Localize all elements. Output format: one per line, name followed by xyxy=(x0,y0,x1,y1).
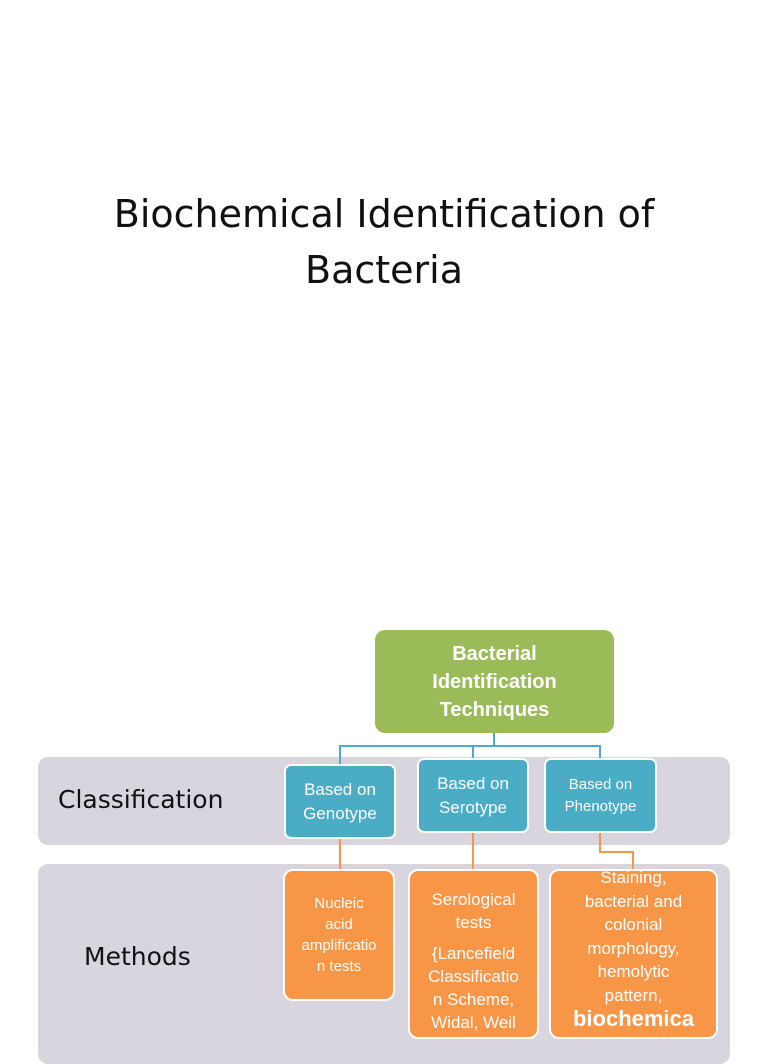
phenotype-method-line-6: pattern, xyxy=(604,985,663,1005)
connector-phenotype-method-a xyxy=(599,832,601,852)
root-node-line-1: Bacterial xyxy=(452,642,537,665)
connector-serotype xyxy=(472,745,474,759)
connector-root-stem xyxy=(493,733,495,746)
root-node-line-3: Techniques xyxy=(439,698,550,721)
phenotype-node-line-1: Based on xyxy=(568,775,633,793)
slide-title-line-2: Bacteria xyxy=(305,248,463,292)
node-based-on-genotype: Based on Genotype xyxy=(284,764,396,839)
classification-row-label: Classification xyxy=(58,785,224,814)
serotype-method-line-6: Widal, Weil xyxy=(431,1013,516,1032)
connector-phenotype xyxy=(599,745,601,759)
phenotype-method-line-2: bacterial and xyxy=(584,891,683,911)
phenotype-method-line-5: hemolytic xyxy=(597,962,670,981)
genotype-method-line-1: Nucleic xyxy=(314,895,364,912)
genotype-node-line-1: Based on xyxy=(304,779,376,799)
phenotype-method-line-1: Staining, xyxy=(600,869,667,887)
serotype-method-line-3: {Lancefield xyxy=(431,944,516,963)
methods-row-label: Methods xyxy=(84,942,191,971)
connector-horizontal xyxy=(339,745,601,747)
serotype-method-line-1: Serological xyxy=(431,890,516,909)
root-node-bacterial-identification-techniques: Bacterial Identification Techniques xyxy=(375,630,614,733)
connector-phenotype-method-b xyxy=(599,851,634,853)
genotype-method-line-4: n tests xyxy=(316,958,362,975)
genotype-node-line-2: Genotype xyxy=(303,803,377,823)
phenotype-method-line-4: morphology, xyxy=(587,938,680,958)
serotype-method-line-5: n Scheme, xyxy=(432,990,515,1009)
connector-genotype-method xyxy=(339,838,341,870)
serotype-node-line-1: Based on xyxy=(437,773,509,793)
node-serological-tests: Serological tests {Lancefield Classifica… xyxy=(408,869,539,1039)
slide-title-line-1: Biochemical Identification of xyxy=(113,192,655,236)
node-staining-morphology-biochemical: Staining, bacterial and colonial morphol… xyxy=(549,869,718,1039)
connector-serotype-method xyxy=(472,832,474,870)
node-based-on-serotype: Based on Serotype xyxy=(417,758,529,833)
root-node-line-2: Identification xyxy=(432,670,557,693)
genotype-method-line-3: amplificatio xyxy=(301,937,377,954)
connector-phenotype-method-c xyxy=(632,851,634,870)
serotype-method-line-2: tests xyxy=(455,913,492,932)
genotype-method-line-2: acid xyxy=(325,916,353,933)
phenotype-method-line-3: colonial xyxy=(604,915,663,934)
node-based-on-phenotype: Based on Phenotype xyxy=(544,758,657,833)
serotype-node-line-2: Serotype xyxy=(438,797,508,817)
slide-title: Biochemical Identification of Bacteria xyxy=(0,186,768,298)
connector-genotype xyxy=(339,745,341,765)
node-nucleic-acid-amplification-tests: Nucleic acid amplificatio n tests xyxy=(283,869,395,1001)
phenotype-method-bold-line: biochemica xyxy=(572,1006,695,1031)
serotype-method-line-4: Classificatio xyxy=(428,967,519,986)
phenotype-node-line-2: Phenotype xyxy=(564,797,637,815)
